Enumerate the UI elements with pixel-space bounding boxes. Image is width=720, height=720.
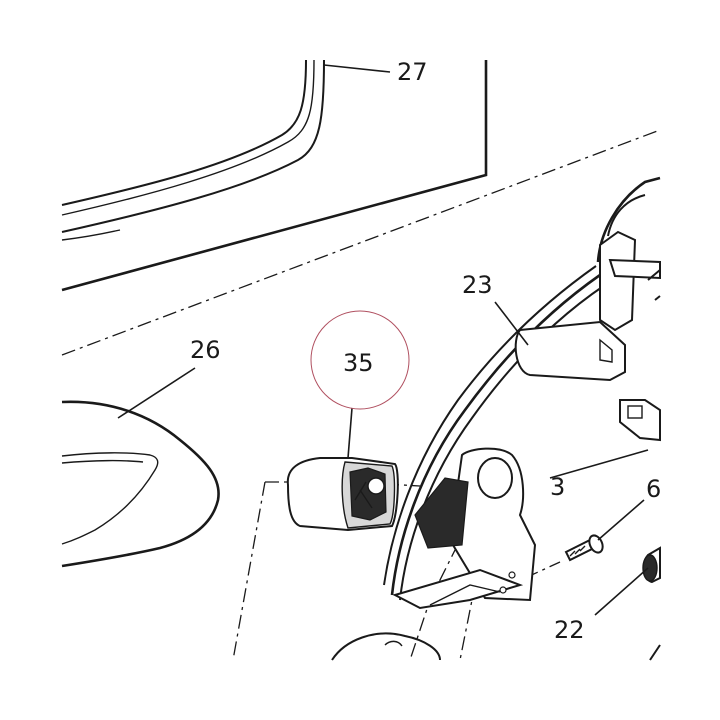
label-part-26: 26 bbox=[190, 336, 221, 364]
label-part-27: 27 bbox=[397, 58, 428, 86]
leader-lines bbox=[117, 64, 649, 616]
part-27-window-panel bbox=[61, 59, 488, 292]
part-26-mirror-shell bbox=[61, 400, 220, 568]
part-3-clip bbox=[619, 269, 661, 442]
highlight-circle-35 bbox=[310, 310, 410, 410]
label-part-22: 22 bbox=[554, 616, 585, 644]
label-part-23: 23 bbox=[462, 271, 493, 299]
part-6-screw bbox=[564, 534, 604, 562]
label-part-35: 35 bbox=[343, 349, 374, 377]
label-part-6: 6 bbox=[646, 475, 661, 503]
part-23-housing-bracket bbox=[331, 176, 661, 661]
part-35-cap bbox=[286, 457, 399, 532]
label-part-3: 3 bbox=[550, 473, 565, 501]
part-22-pin bbox=[642, 546, 661, 661]
